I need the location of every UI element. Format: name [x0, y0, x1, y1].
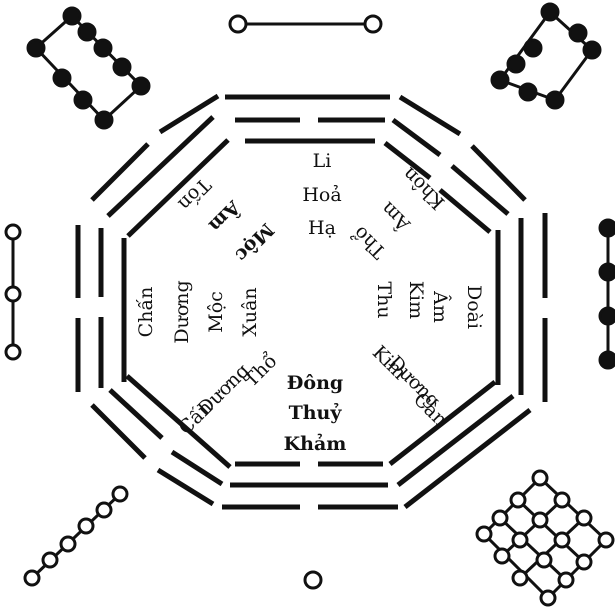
trigram-khon-bars — [383, 94, 527, 234]
label-ton-2: Tốn — [174, 174, 215, 215]
inner-labels: Li Hoả Hạ Khôn Âm Thổ Doài Âm Kim Thu Ki… — [135, 150, 485, 455]
label-kham-1: Thuỷ — [289, 402, 343, 424]
label-kham-0: Đông — [287, 372, 343, 394]
label-doai-0: Doài — [463, 285, 485, 329]
dots-bottomright-white-lattice — [475, 469, 615, 607]
label-khon-1: Âm — [376, 197, 415, 236]
trigram-chan-bars — [75, 225, 127, 392]
label-doai-2: Kim — [405, 281, 427, 319]
label-doai-3: Thu — [373, 281, 395, 318]
label-chan-2: Dương — [171, 280, 193, 343]
label-ly-1: Hoả — [302, 184, 341, 206]
label-ton-0: Mộc — [230, 218, 278, 266]
label-chan-1: Mộc — [205, 291, 227, 333]
trigram-can-bars — [388, 380, 532, 509]
label-kham-2: Khảm — [284, 433, 347, 455]
label-khon-2: Thổ — [349, 221, 391, 263]
label-chan-0: Xuân — [239, 287, 261, 336]
label-doai-1: Âm — [429, 290, 452, 323]
trigram-canE-bars — [90, 374, 232, 507]
label-ly-0: Li — [313, 150, 332, 172]
trigram-ton-bars — [90, 93, 230, 238]
trigram-kham-bars — [222, 461, 398, 510]
label-chan-3: Chấn — [135, 287, 157, 338]
label-ton-1: Âm — [204, 195, 246, 237]
dots-top-white-2 — [228, 14, 383, 34]
outer-dot-symbols — [4, 2, 615, 607]
dots-topleft-black-rect — [26, 6, 151, 130]
trigram-doai-bars — [495, 213, 548, 402]
trigram-ly-bars — [225, 94, 390, 144]
dots-topright-black-rect — [490, 2, 602, 110]
label-ly-2: Hạ — [308, 217, 336, 239]
dots-bottom-white-1 — [303, 570, 323, 590]
dots-right-black — [598, 218, 615, 370]
dots-left-white-3 — [4, 223, 22, 361]
dots-bottomleft-white-chain — [23, 485, 129, 587]
octagon-trigrams — [75, 93, 548, 510]
